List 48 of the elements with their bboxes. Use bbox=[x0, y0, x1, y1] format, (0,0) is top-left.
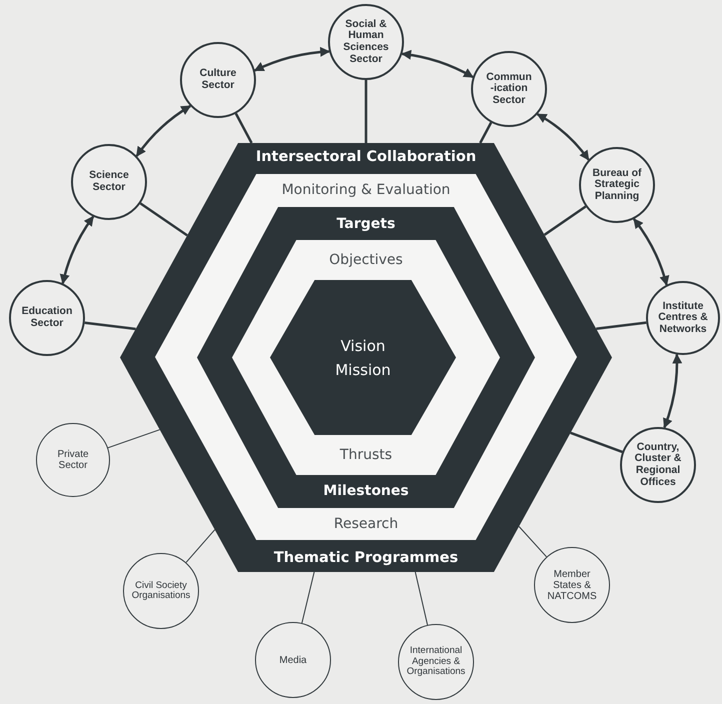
double-arrow bbox=[136, 104, 192, 157]
circle-label: Science Sector bbox=[88, 170, 130, 194]
double-arrow bbox=[536, 113, 590, 161]
circle-label: Bureau of Strategic Planning bbox=[591, 168, 642, 202]
band-label: Research bbox=[334, 516, 398, 532]
circle-label: Civil Society Organisations bbox=[130, 580, 192, 602]
connector-line bbox=[479, 122, 492, 144]
band-label: Thematic Programmes bbox=[274, 550, 458, 566]
band-label: Objectives bbox=[329, 252, 403, 268]
band-label: Vision Mission bbox=[334, 336, 392, 380]
double-arrow bbox=[254, 47, 330, 72]
double-arrow bbox=[60, 216, 94, 284]
sector-circle bbox=[579, 147, 655, 223]
circle-label: Member States & NATCOMS bbox=[546, 568, 598, 602]
band-label: Monitoring & Evaluation bbox=[282, 182, 450, 198]
connector-line bbox=[301, 572, 315, 624]
hexagon-band bbox=[232, 240, 500, 475]
double-arrow bbox=[662, 354, 682, 428]
circle-label: Education Sector bbox=[20, 306, 74, 330]
connector-line bbox=[140, 202, 188, 236]
connector-line bbox=[84, 321, 136, 330]
circle-label: Country, Cluster & Regional Offices bbox=[634, 442, 682, 488]
band-label: Thrusts bbox=[340, 447, 392, 463]
band-label: Milestones bbox=[323, 483, 409, 499]
connector-line bbox=[544, 205, 586, 236]
connector-line bbox=[186, 529, 216, 563]
circle-label: Commun -ication Sector bbox=[486, 72, 532, 106]
connector-line bbox=[107, 429, 160, 448]
circle-label: Institute Centres & Networks bbox=[657, 300, 709, 336]
circle-label: Culture Sector bbox=[198, 68, 238, 92]
hexagon-band bbox=[155, 174, 577, 540]
circle-label: International Agencies & Organisations bbox=[406, 646, 466, 678]
double-arrow bbox=[632, 218, 670, 286]
sector-circle bbox=[71, 144, 147, 220]
circle-label: Private Sector bbox=[56, 449, 90, 471]
connector-line bbox=[414, 572, 428, 626]
connector-line bbox=[364, 80, 368, 143]
connector-line bbox=[596, 321, 646, 330]
connector-line bbox=[518, 526, 547, 558]
circle-label: Media bbox=[278, 654, 308, 666]
hexagon-band bbox=[197, 207, 535, 508]
band-label: Targets bbox=[336, 216, 396, 232]
connector-line bbox=[570, 432, 623, 454]
band-label: Intersectoral Collaboration bbox=[256, 149, 476, 165]
connector-line bbox=[234, 112, 253, 144]
circle-label: Social & Human Sciences Sector bbox=[342, 18, 390, 66]
center-hexagon bbox=[270, 280, 456, 435]
double-arrow bbox=[401, 50, 474, 78]
